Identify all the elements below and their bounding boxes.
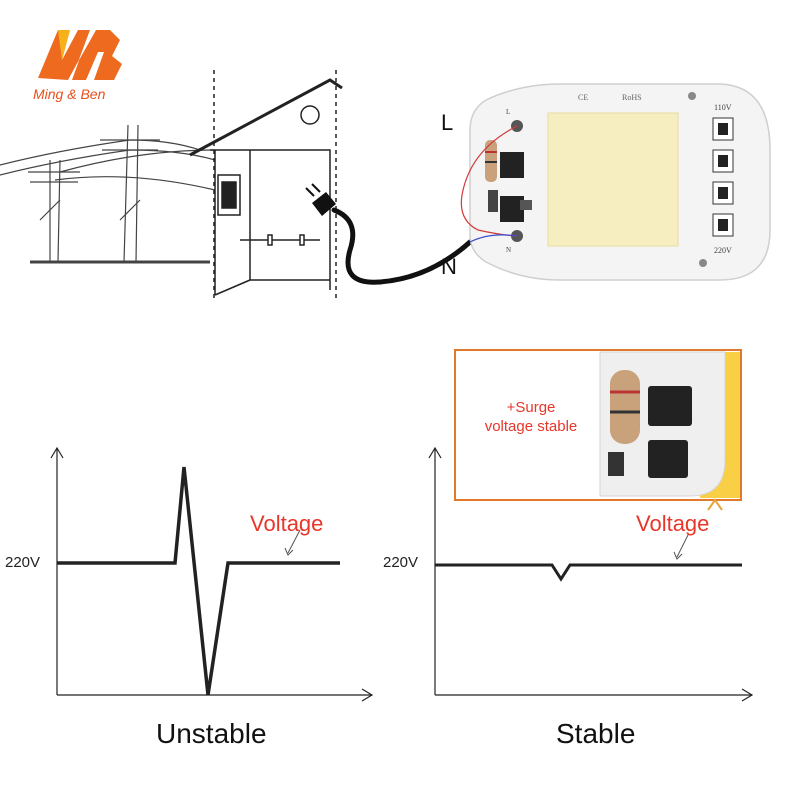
unstable-pointer-head: [284, 547, 294, 556]
callout-resistor: [610, 370, 640, 444]
power-poles-illustration: [0, 124, 216, 264]
power-cable: [331, 207, 473, 285]
unstable-y-arrow: [50, 446, 64, 459]
board-input-110v: 110V: [714, 103, 732, 112]
wire-label-neutral: N: [441, 254, 457, 279]
stable-pointer-head: [673, 551, 683, 560]
callout-ic-bottom: [648, 440, 688, 478]
unstable-level-label: 220V: [5, 554, 41, 571]
brand-logo: [38, 30, 122, 80]
stable-voltage-line: [435, 563, 742, 582]
wire-label-live: L: [441, 110, 454, 135]
callout-line-1: +Surge: [506, 399, 556, 416]
board-input-220v: 220V: [714, 246, 732, 255]
callout-ic-top: [648, 386, 692, 426]
board-mark-ce: CE: [578, 93, 588, 102]
board-mark-rohs: RoHS: [622, 93, 642, 102]
house-illustration: [189, 78, 343, 296]
callout-line-2: voltage stable: [484, 418, 578, 435]
unstable-pointer: [287, 529, 301, 554]
callout-text: +Surge voltage stable: [466, 398, 596, 436]
unstable-series-label: Voltage: [250, 511, 324, 536]
brand-name: Ming & Ben: [33, 86, 106, 102]
stable-x-arrow: [741, 688, 754, 702]
blue-wire: [469, 234, 518, 243]
stable-pointer: [676, 534, 689, 558]
led-chip: [547, 112, 679, 247]
stable-y-arrow: [428, 446, 442, 459]
stable-series-label: Voltage: [636, 511, 710, 536]
callout-pointer: [707, 498, 723, 511]
led-cob-board: [460, 83, 771, 281]
unstable-caption: Unstable: [156, 718, 267, 749]
board-mark-l: L: [506, 108, 510, 116]
chart-stable: [428, 446, 754, 702]
plug-icon: [305, 183, 336, 216]
ic-chip-top: [500, 152, 524, 178]
callout-diode: [608, 452, 624, 476]
board-mark-n: N: [506, 246, 511, 254]
unstable-x-arrow: [361, 688, 374, 702]
unstable-voltage-line: [57, 466, 340, 696]
stable-level-label: 220V: [383, 554, 419, 571]
red-wire: [460, 125, 518, 237]
chart-unstable: [50, 446, 374, 702]
stable-caption: Stable: [556, 718, 636, 749]
